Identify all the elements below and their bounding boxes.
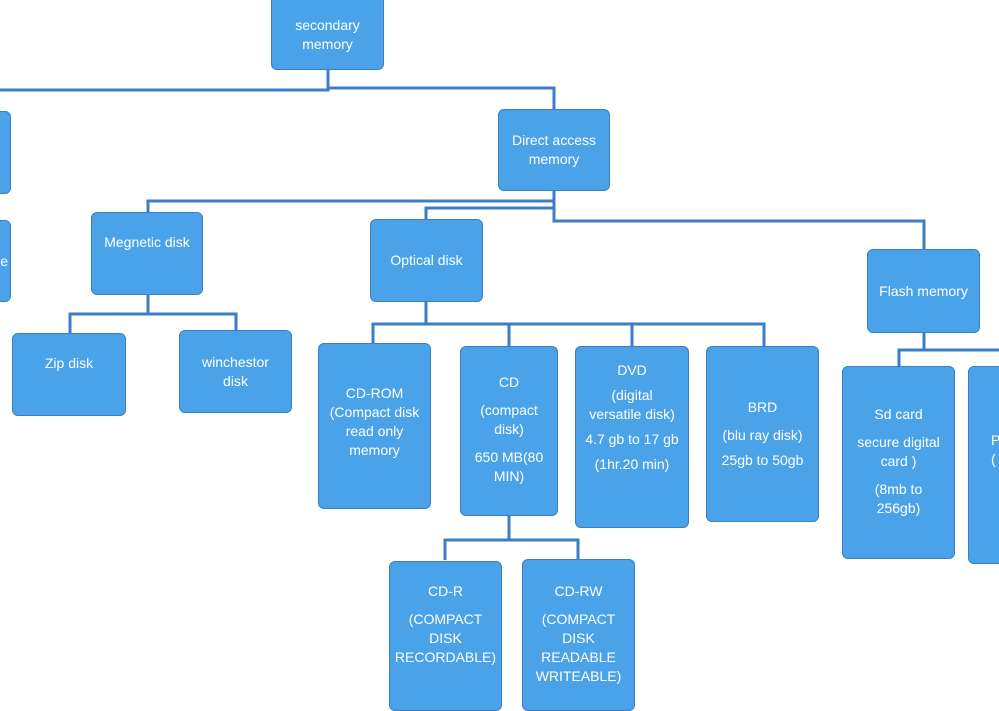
node-title: DVD — [617, 362, 647, 378]
connector-optical-children — [371, 301, 428, 344]
connector-cd-children — [443, 515, 511, 560]
node-capacity: 25gb to 50gb — [721, 452, 804, 468]
node-label: Zip disk — [44, 355, 94, 371]
node-label: read only — [345, 423, 404, 439]
node-dvd: DVD (digital versatile disk) 4.7 gb to 1… — [575, 346, 689, 528]
connector-magnetic-children — [68, 294, 150, 333]
node-capacity: 650 MB(80 — [474, 449, 544, 465]
node-label: DISK — [429, 630, 462, 646]
connector-cd — [426, 322, 511, 347]
node-winchestor-disk: winchestor disk — [179, 330, 292, 413]
node-label: memory — [302, 36, 353, 52]
node-magnetic-disk: Megnetic disk — [91, 212, 203, 295]
node-title: CD — [498, 374, 520, 390]
node-label: (digital — [611, 387, 653, 403]
node-direct-access-memory: Direct access memory — [498, 109, 610, 191]
partial-label: e — [0, 252, 8, 269]
node-label: CD-ROM — [345, 385, 404, 401]
node-label: winchestor — [202, 353, 269, 370]
partial-node-left-bottom: e — [0, 220, 11, 302]
node-cd: CD (compact disk) 650 MB(80 MIN) — [460, 346, 558, 516]
node-label: ( — [991, 451, 996, 467]
node-label: card ) — [880, 453, 917, 469]
connector-direct-down — [552, 190, 926, 250]
node-label: WRITEABLE) — [535, 668, 622, 684]
node-duration: (1hr.20 min) — [594, 456, 670, 472]
partial-node-left-top — [0, 111, 11, 194]
connector-flash-children — [897, 332, 926, 366]
node-capacity: (8mb to — [874, 481, 923, 497]
connector-optical — [424, 206, 554, 220]
node-label: Megnetic disk — [104, 234, 190, 250]
node-sd-card: Sd card secure digital card ) (8mb to 25… — [842, 366, 955, 559]
node-label: secure digital — [857, 434, 940, 450]
node-label: READABLE — [541, 649, 616, 665]
node-label: P — [991, 431, 999, 450]
node-capacity: 256gb) — [876, 500, 921, 516]
node-label: Direct access — [511, 132, 597, 148]
node-flash-memory: Flash memory — [867, 249, 980, 333]
node-label: RECORDABLE) — [394, 649, 497, 665]
node-label: secondary — [295, 17, 360, 33]
connector-winchestor — [148, 312, 238, 331]
node-title: Sd card — [874, 406, 923, 422]
connector-dvd — [426, 322, 634, 347]
node-optical-disk: Optical disk — [370, 219, 483, 302]
node-label: memory — [349, 442, 400, 458]
node-label: (compact — [480, 402, 538, 418]
connector-cdrw — [509, 538, 580, 560]
connector-root-direct — [328, 86, 556, 110]
node-label: disk) — [494, 421, 524, 437]
connector-root — [0, 70, 330, 92]
node-label: Optical disk — [390, 252, 463, 268]
node-capacity: MIN) — [493, 468, 525, 484]
node-zip-disk: Zip disk — [12, 333, 126, 416]
node-label: (blu ray disk) — [722, 427, 803, 443]
node-label: (Compact disk — [329, 404, 420, 420]
node-label: Flash memory — [879, 282, 968, 299]
node-label: DISK — [562, 630, 595, 646]
node-cd-rom: CD-ROM (Compact disk read only memory — [318, 343, 431, 509]
node-brd: BRD (blu ray disk) 25gb to 50gb — [706, 346, 819, 522]
node-title: CD-RW — [554, 583, 603, 599]
connector-brd — [426, 322, 766, 347]
node-title: CD-R — [428, 583, 463, 599]
node-label: (COMPACT — [408, 611, 483, 627]
node-cd-r: CD-R (COMPACT DISK RECORDABLE) — [389, 561, 502, 711]
node-capacity: 4.7 gb to 17 gb — [585, 431, 679, 447]
node-label: memory — [528, 151, 580, 167]
node-secondary-memory: secondary memory — [271, 0, 384, 70]
node-label: versatile disk) — [589, 406, 675, 422]
node-label: disk — [223, 372, 248, 389]
connector-magnetic — [146, 199, 554, 213]
partial-node-right: P ( — [968, 366, 999, 564]
node-cd-rw: CD-RW (COMPACT DISK READABLE WRITEABLE) — [522, 559, 635, 711]
node-label: (COMPACT — [541, 611, 616, 627]
node-title: BRD — [747, 399, 778, 415]
